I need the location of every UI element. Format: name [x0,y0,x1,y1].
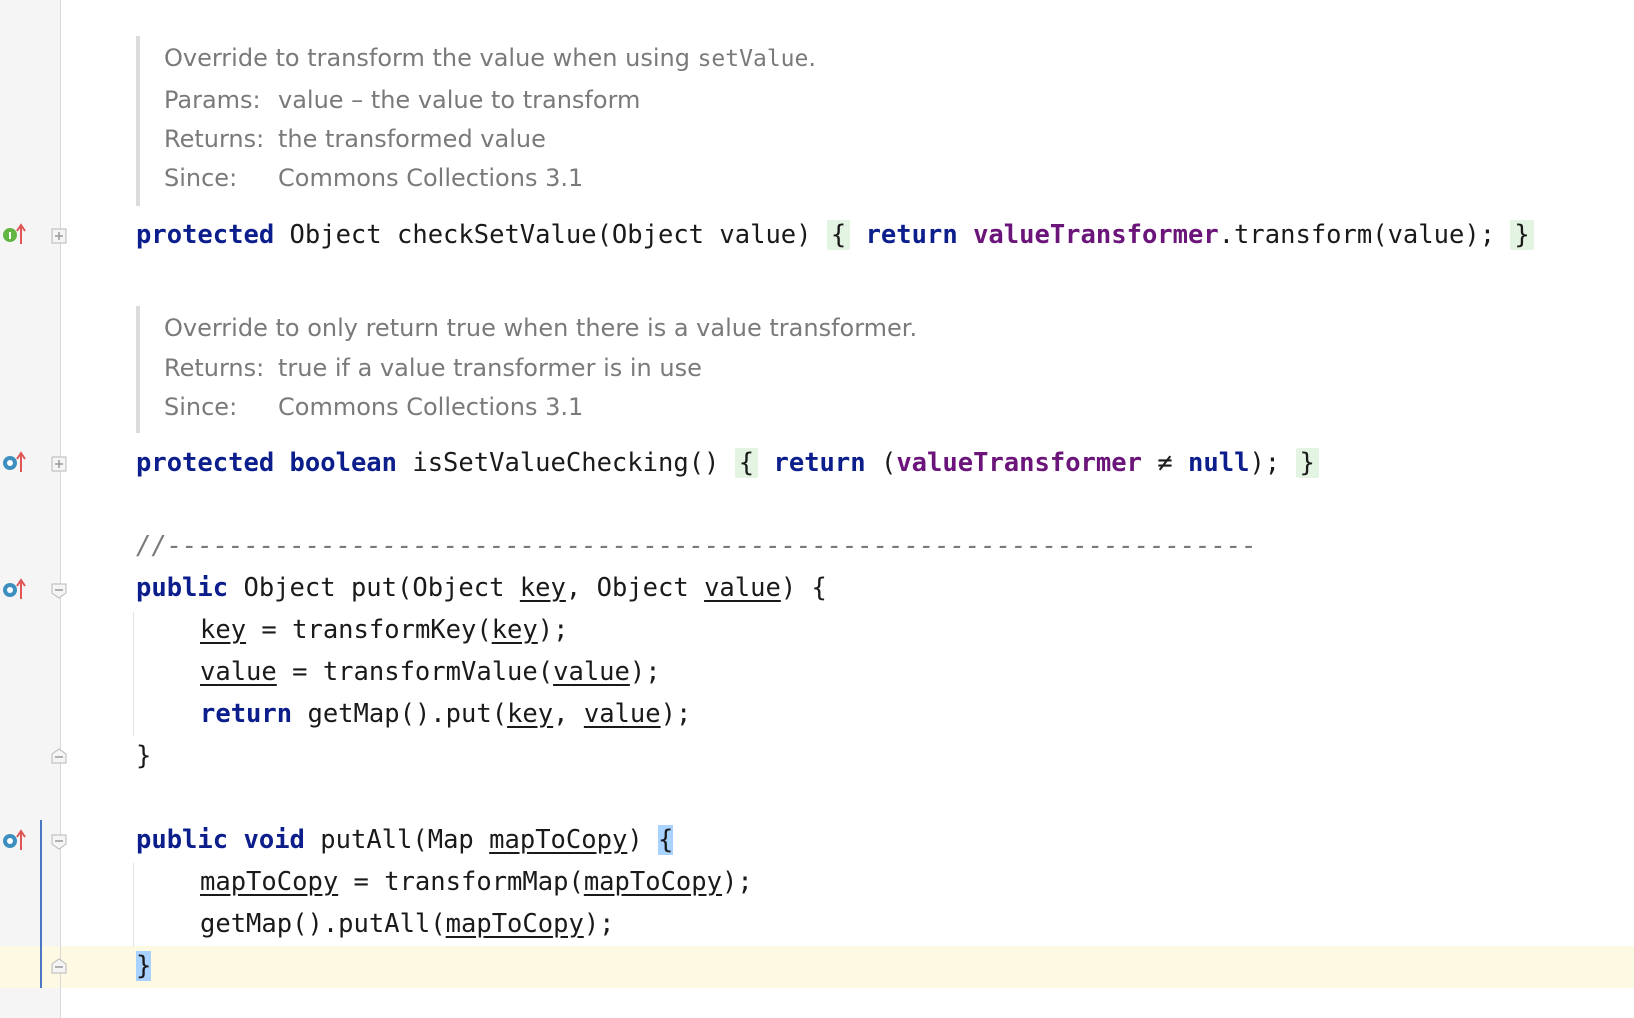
fold-collapse-icon[interactable] [51,583,67,599]
doc-since: Since:Commons Collections 3.1 [164,164,584,192]
javadoc-render-checkSetValue[interactable]: Override to transform the value when usi… [136,36,816,206]
param-value[interactable]: value [704,573,781,603]
overrides-icon[interactable] [2,829,32,851]
method-checkSetValue[interactable]: protected Object checkSetValue(Object va… [136,215,1534,255]
folded-open-brace[interactable]: { [734,448,759,478]
param-key[interactable]: key [519,573,566,603]
field-valueTransformer[interactable]: valueTransformer [973,220,1219,250]
gutter-divider [60,0,61,1018]
fold-expand-icon[interactable] [51,228,67,244]
folded-open-brace[interactable]: { [826,220,851,250]
doc-since: Since:Commons Collections 3.1 [164,393,584,421]
editor-gutter[interactable] [0,0,60,1018]
method-put-signature[interactable]: public Object put(Object key, Object val… [136,573,827,603]
fold-end-icon[interactable] [51,958,67,974]
doc-code-ref: setValue [697,46,809,72]
code-line[interactable]: value = transformValue(value); [200,657,661,687]
indent-guide [133,612,134,736]
doc-params: Params:value – the value to transform [164,86,641,114]
folded-close-brace[interactable]: } [1295,448,1319,478]
code-line[interactable]: key = transformKey(key); [200,615,569,645]
caret-line-highlight [0,946,1634,988]
code-line[interactable]: mapToCopy = transformMap(mapToCopy); [200,867,753,897]
indent-guide [133,863,134,947]
folded-close-brace[interactable]: } [1510,220,1534,250]
code-line[interactable]: getMap().putAll(mapToCopy); [200,909,615,939]
doc-summary: Override to transform the value when usi… [164,44,816,72]
close-brace-caret[interactable]: } [136,946,152,986]
fold-collapse-icon[interactable] [51,834,67,850]
overrides-icon[interactable] [2,578,32,600]
close-brace[interactable]: } [136,741,152,771]
method-isSetValueChecking[interactable]: protected boolean isSetValueChecking() {… [136,443,1319,483]
doc-summary: Override to only return true when there … [164,314,918,342]
javadoc-render-isSetValueChecking[interactable]: Override to only return true when there … [136,306,917,433]
matched-close-brace[interactable]: } [136,951,152,981]
implements-icon[interactable]: I [2,223,32,245]
field-valueTransformer[interactable]: valueTransformer [896,448,1142,478]
matched-open-brace[interactable]: { [658,825,674,855]
method-putAll-signature[interactable]: public void putAll(Map mapToCopy) { [136,825,674,855]
fold-expand-icon[interactable] [51,456,67,472]
fold-end-icon[interactable] [51,748,67,764]
doc-returns: Returns:true if a value transformer is i… [164,354,702,382]
doc-returns: Returns:the transformed value [164,125,546,153]
param-mapToCopy[interactable]: mapToCopy [489,825,628,855]
code-line[interactable]: return getMap().put(key, value); [200,699,692,729]
separator-comment[interactable]: //--------------------------------------… [136,531,1257,561]
svg-text:I: I [8,231,12,242]
overrides-icon[interactable] [2,451,32,473]
vcs-change-marker[interactable] [40,820,42,988]
